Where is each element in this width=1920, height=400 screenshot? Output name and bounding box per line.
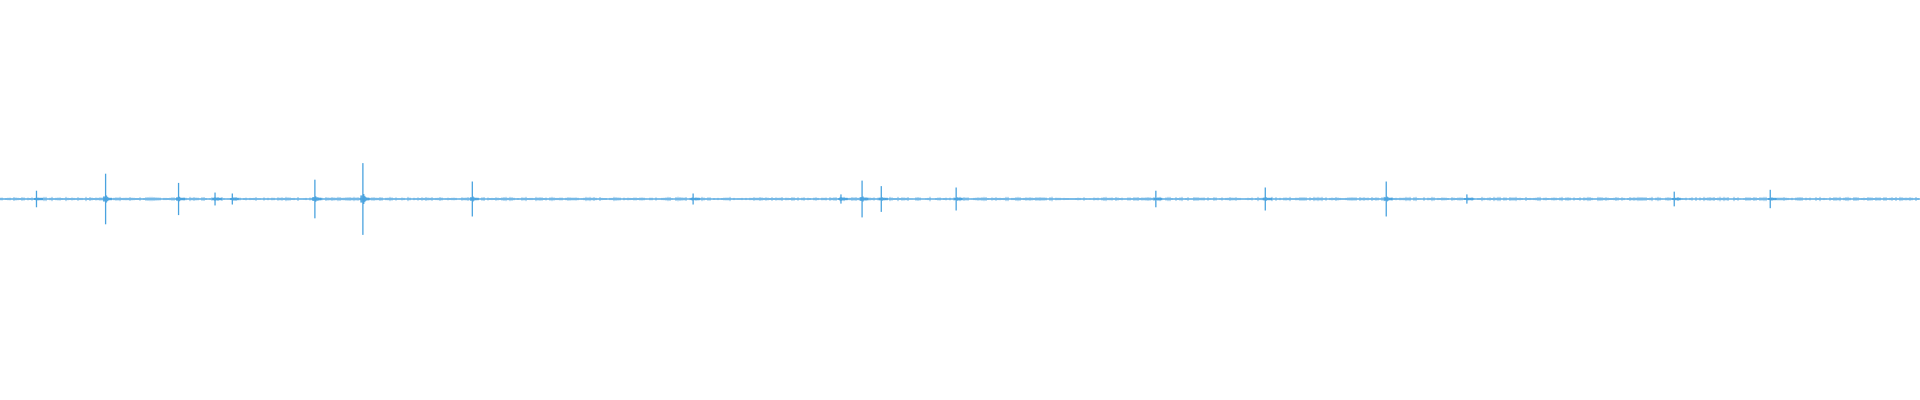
waveform-transient: [360, 163, 370, 235]
waveform-transient: [103, 173, 113, 225]
waveform-transient: [229, 193, 239, 205]
waveform-transient: [878, 186, 888, 212]
waveform-noise-floor: [0, 196, 1919, 202]
waveform-transient: [1767, 189, 1777, 209]
waveform-transient: [1153, 190, 1163, 208]
waveform-transient: [312, 179, 322, 219]
waveform-transient: [1383, 181, 1393, 217]
waveform-transient: [469, 181, 479, 217]
waveform-transients: [33, 163, 1777, 235]
waveform-transient: [838, 194, 848, 204]
waveform-transient: [33, 190, 43, 208]
waveform-transient: [1464, 194, 1474, 204]
waveform-transient: [1671, 191, 1681, 207]
waveform-transient: [859, 180, 869, 218]
waveform-transient: [176, 182, 186, 216]
waveform-transient: [953, 187, 963, 211]
waveform-transient: [1262, 187, 1272, 211]
waveform-transient: [690, 193, 700, 205]
waveform-transient: [212, 192, 222, 206]
